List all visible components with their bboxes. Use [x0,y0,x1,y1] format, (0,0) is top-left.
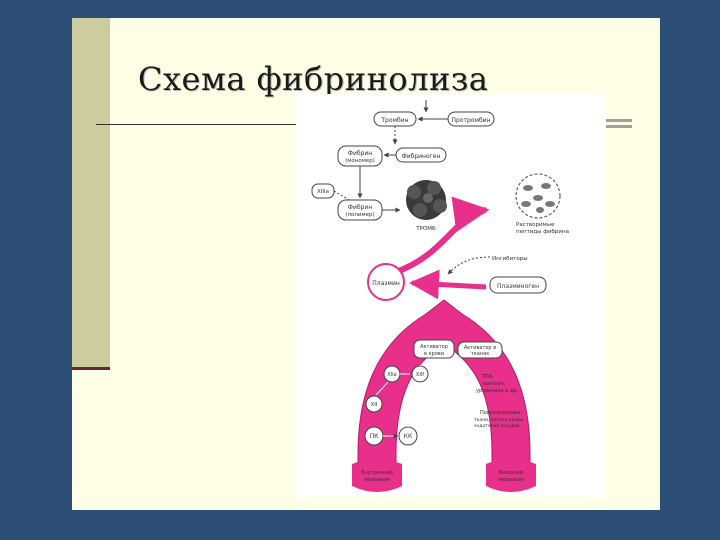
damage-label-2: ткани, клетки крови, [474,418,524,423]
thrombin-label: Тромбин [380,117,408,124]
prekallikrein-label: ПК [370,433,380,440]
thrombus-label: ТРОМБ [415,226,436,232]
factor-xii-label: XII [370,402,377,408]
tissue-activator-node [457,341,503,359]
factor-xiia-label: XIIа [387,372,396,378]
factor-xiif-label: XIIf [416,372,424,378]
internal-mechanism-label-1: Внутренний [361,469,393,476]
factor-xiiia-label: XIIIа [317,189,329,195]
fibrinolysis-diagram: Тромбин Протромбин Фибрин (мономер) Фибр… [296,94,606,498]
plasminogen-label: Плазминоген [497,283,539,290]
external-mechanism-label-1: Внешний [499,469,523,476]
tpa-label-1: ТПА, [481,374,494,380]
damage-label-3: эндотелий сосудов [474,422,520,429]
inhibitors-label: Ингибиторы [492,256,528,262]
blood-activator-label-1: Активатор [420,344,448,350]
soluble-peptides-icon [515,173,561,219]
fibrin-monomer-label-2: (мономер) [345,158,375,164]
fibrinogen-label: Фибриноген [402,153,441,160]
slide-title: Схема фибринолиза [138,60,489,98]
internal-mechanism-label-2: механизм [364,477,390,483]
soluble-peptides-label-2: пептиды фибрина [516,229,569,235]
tpa-label-3: урокиназа и др. [476,388,519,394]
plasmin-node [367,263,405,301]
left-accent-bar [72,18,110,368]
prothrombin-label: Протромбин [451,117,490,124]
left-accent-line [72,367,110,370]
fibrin-polymer-label-1: Фибрин [348,204,372,211]
fibrin-monomer-label-1: Фибрин [348,150,372,157]
plasminogen-node [489,276,547,294]
fibrin-polymer-label-2: (полимер) [345,212,374,218]
soluble-peptides-label-1: Растворимые [516,222,555,228]
blood-activator-label-2: в крови [424,351,444,357]
slide: Схема фибринолиза [72,18,660,510]
kallikrein-label: КК [404,433,413,440]
external-mechanism-base [486,459,536,492]
damage-label-1: Поврежденные [480,410,521,416]
internal-mechanism-base [352,459,402,492]
plasmin-label: Плазмин [372,280,400,287]
title-rule-right [604,119,632,122]
tissue-activator-label-2: тканях [471,351,489,357]
tpa-label-2: трипсин, [482,381,506,387]
title-rule-left [96,124,304,125]
factor-xii-node [365,395,383,413]
blood-activator-node [413,339,455,359]
tissue-activator-label-1: Активатор в [464,345,496,351]
diagram-svg: Тромбин Протромбин Фибрин (мономер) Фибр… [311,100,569,492]
thrombus-icon [406,180,447,220]
external-mechanism-label-2: механизм [498,477,524,483]
